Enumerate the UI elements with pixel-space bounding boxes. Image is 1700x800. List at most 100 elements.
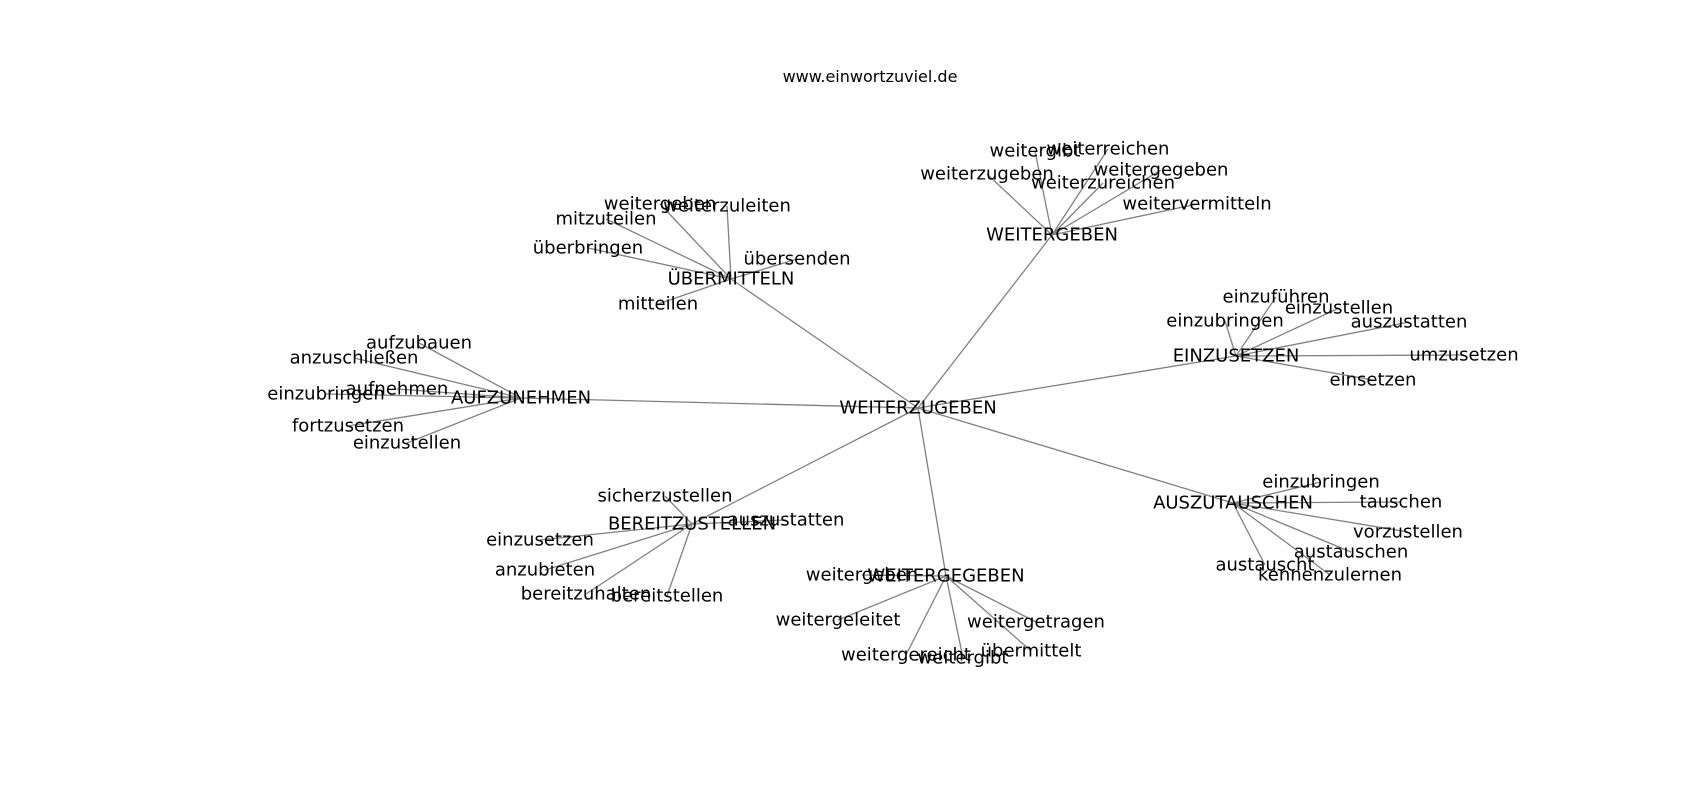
edge-aufzunehmen-einzubringen xyxy=(325,393,522,399)
leaf-node-label: einzubringen xyxy=(267,384,384,405)
edge-bereitzustellen-bereitzuhalten xyxy=(585,523,693,595)
edge-einzusetzen-umzusetzen xyxy=(1235,354,1465,357)
node-labels: WEITERZUGEBENWEITERGEBENweitergibtweiter… xyxy=(267,139,1518,669)
leaf-node-label: weitervermitteln xyxy=(1122,194,1271,215)
edge-einzusetzen-auszustatten xyxy=(1235,321,1410,357)
edge-center-einzusetzen xyxy=(917,355,1237,409)
edge-aufzunehmen-aufzubauen xyxy=(418,342,522,399)
edge-weitergeben-weitergegeben xyxy=(1051,169,1162,236)
leaf-node-label: einzustellen xyxy=(1285,298,1393,319)
leaf-node-label: weitergeben xyxy=(806,565,918,586)
edge-uebermitteln-weitergeben xyxy=(659,203,732,280)
leaf-node-label: bereitstellen xyxy=(611,586,724,607)
leaf-node-label: überbringen xyxy=(533,238,643,259)
edge-center-uebermitteln xyxy=(730,278,919,409)
edge-einzusetzen-einzufuehren xyxy=(1235,296,1277,357)
leaf-node-label: einzusetzen xyxy=(486,530,594,551)
edge-uebermitteln-ueberbringen xyxy=(587,247,732,280)
edge-auszutauschen-austauschen xyxy=(1232,502,1352,553)
edge-weitergegeben-weitergeben xyxy=(861,574,947,577)
edge-center-weitergeben xyxy=(917,234,1053,409)
leaf-node-label: weiterzureichen xyxy=(1031,173,1175,194)
source-label: www.einwortzuviel.de xyxy=(783,67,958,86)
leaf-node-label: aufnehmen xyxy=(346,379,449,400)
leaf-node-label: übermittelt xyxy=(981,641,1082,662)
leaf-node-label: weitergetragen xyxy=(967,612,1105,633)
edge-bereitzustellen-einzusetzen xyxy=(539,523,693,541)
leaf-node-label: austauschen xyxy=(1294,542,1408,563)
edge-uebermitteln-uebersenden xyxy=(730,258,798,280)
edge-auszutauschen-tauschen xyxy=(1232,501,1402,504)
leaf-node-label: weitergereicht xyxy=(841,645,971,666)
edge-einzusetzen-einsetzen xyxy=(1235,355,1374,381)
hub-node-label: ÜBERMITTELN xyxy=(668,268,795,290)
leaf-node-label: einzuführen xyxy=(1223,287,1330,308)
hub-node-label: AUSZUTAUSCHEN xyxy=(1153,493,1313,514)
leaf-node-label: auszustatten xyxy=(1351,312,1468,333)
edge-weitergegeben-weitergereicht xyxy=(905,575,947,656)
edge-einzusetzen-einzustellen xyxy=(1235,307,1340,357)
edge-aufzunehmen-anzuschliessen xyxy=(353,357,522,399)
leaf-node-label: umzusetzen xyxy=(1409,345,1518,366)
leaf-node-label: vorzustellen xyxy=(1353,522,1463,543)
hub-node-label: WEITERGEGEBEN xyxy=(867,566,1024,587)
edge-aufzunehmen-aufnehmen xyxy=(396,388,522,399)
leaf-node-label: anzubieten xyxy=(495,560,595,581)
edge-center-weitergegeben xyxy=(917,407,947,577)
edge-aufzunehmen-einzustellen xyxy=(406,397,522,444)
hub-node-label: EINZUSETZEN xyxy=(1173,346,1300,367)
leaf-node-label: fortzusetzen xyxy=(292,416,404,437)
edge-center-bereitzustellen xyxy=(691,407,919,525)
edge-auszutauschen-einzubringen xyxy=(1232,481,1322,504)
center-node-label: WEITERZUGEBEN xyxy=(839,398,996,419)
edges xyxy=(325,148,1465,659)
edge-einzusetzen-einzubringen xyxy=(1224,320,1237,357)
leaf-node-label: austauscht xyxy=(1215,555,1314,576)
leaf-node-label: aufzubauen xyxy=(366,333,472,354)
leaf-node-label: weitergeleitet xyxy=(776,610,901,631)
edge-weitergegeben-weitergetragen xyxy=(945,575,1037,623)
edge-bereitzustellen-bereitstellen xyxy=(666,523,693,597)
leaf-node-label: einsetzen xyxy=(1330,370,1417,391)
edge-weitergegeben-weitergibt xyxy=(945,575,964,659)
hub-node-label: WEITERGEBEN xyxy=(986,225,1118,246)
leaf-node-label: auszustatten xyxy=(728,510,845,531)
edge-weitergeben-weiterreichen xyxy=(1051,148,1109,236)
edge-bereitzustellen-sicherzustellen xyxy=(664,495,693,525)
edge-uebermitteln-weiterzuleiten xyxy=(726,205,732,280)
edge-uebermitteln-mitzuteilen xyxy=(605,218,732,280)
leaf-node-label: weitergibt xyxy=(918,648,1009,669)
leaf-node-label: weiterreichen xyxy=(1047,139,1170,160)
edge-aufzunehmen-fortzusetzen xyxy=(347,397,522,427)
hub-node-label: BEREITZUSTELLEN xyxy=(608,514,776,535)
edge-auszutauschen-kennenzulernen xyxy=(1232,502,1331,576)
leaf-node-label: übersenden xyxy=(743,249,850,270)
edge-center-auszutauschen xyxy=(917,407,1234,504)
hub-node-label: AUFZUNEHMEN xyxy=(451,388,591,409)
leaf-node-label: weitergegeben xyxy=(1094,160,1229,181)
leaf-node-label: einzubringen xyxy=(1166,311,1283,332)
leaf-node-label: weiterzugeben xyxy=(920,164,1054,185)
edge-weitergeben-weiterzureichen xyxy=(1051,182,1104,236)
leaf-node-label: einzubringen xyxy=(1262,472,1379,493)
edge-weitergeben-weitergibt xyxy=(1034,150,1053,236)
leaf-node-label: bereitzuhalten xyxy=(521,584,651,605)
leaf-node-label: mitzuteilen xyxy=(555,209,656,230)
leaf-node-label: sicherzustellen xyxy=(597,486,732,507)
leaf-node-label: kennenzulernen xyxy=(1258,565,1402,586)
edge-weitergeben-weitervermitteln xyxy=(1051,203,1198,236)
leaf-node-label: einzustellen xyxy=(353,433,461,454)
edge-weitergegeben-uebermittelt xyxy=(945,575,1032,652)
leaf-node-label: weitergibt xyxy=(990,141,1081,162)
edge-uebermitteln-mitteilen xyxy=(657,278,732,305)
edge-auszutauschen-austauscht xyxy=(1232,502,1266,566)
edge-bereitzustellen-anzubieten xyxy=(544,523,693,571)
leaf-node-label: anzuschließen xyxy=(290,348,419,369)
edge-auszutauschen-vorzustellen xyxy=(1232,502,1409,533)
edge-bereitzustellen-auszustatten xyxy=(691,519,787,525)
leaf-node-label: tauschen xyxy=(1360,492,1443,513)
edge-weitergegeben-weitergeleitet xyxy=(837,575,947,621)
edge-center-aufzunehmen xyxy=(520,397,919,409)
